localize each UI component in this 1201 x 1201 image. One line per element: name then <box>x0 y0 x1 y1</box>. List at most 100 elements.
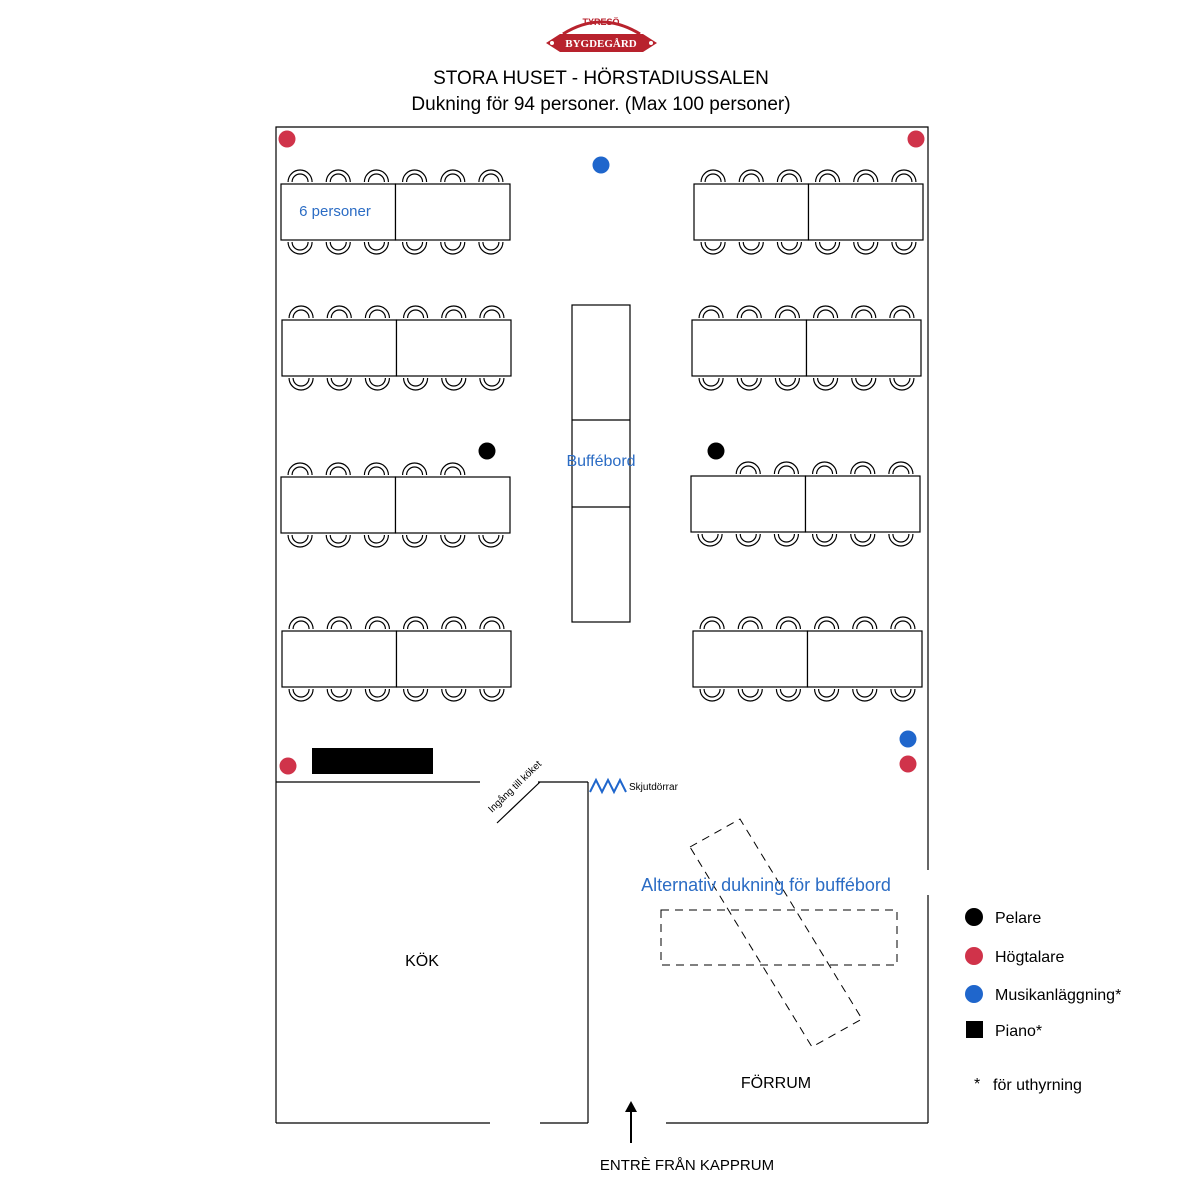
room-walls <box>275 126 929 1124</box>
logo-main-text: BYGDEGÅRD <box>565 38 637 50</box>
chair <box>889 305 915 319</box>
chair <box>776 169 803 183</box>
chair <box>735 461 761 475</box>
chair <box>479 305 505 319</box>
chair <box>326 616 352 630</box>
table <box>806 630 923 688</box>
legend-speaker-label: Högtalare <box>995 949 1064 966</box>
alt-buffet-diagonal <box>689 818 863 1048</box>
footnote-text: för uthyrning <box>993 1077 1082 1094</box>
entrance-label: ENTRÈ FRÅN KAPPRUM <box>600 1157 774 1174</box>
arrow-up-icon <box>625 1101 637 1112</box>
kitchen-label: KÖK <box>405 952 439 970</box>
table <box>693 183 810 241</box>
table-group <box>281 616 512 702</box>
chair <box>401 534 428 548</box>
logo-arch <box>562 20 641 36</box>
chair <box>440 241 466 255</box>
table <box>691 319 808 377</box>
logo-ornament-left <box>550 41 554 45</box>
chair <box>440 169 466 183</box>
chair <box>738 169 764 183</box>
logo-banner <box>546 34 657 52</box>
chair <box>441 688 467 702</box>
chair <box>364 377 391 391</box>
chair <box>774 305 801 319</box>
chair <box>852 616 878 630</box>
chair <box>737 688 763 702</box>
chair <box>888 461 914 475</box>
piano <box>312 748 433 774</box>
chair <box>852 688 878 702</box>
chair <box>364 305 391 319</box>
footnote-mark: * <box>974 1076 980 1093</box>
table <box>394 476 511 534</box>
chair <box>479 616 505 630</box>
chair <box>326 688 352 702</box>
chair <box>776 241 803 255</box>
chair <box>479 377 505 391</box>
table <box>807 183 924 241</box>
logo-ornament-right <box>649 41 653 45</box>
equipment <box>278 130 925 775</box>
buffet-table <box>571 304 631 623</box>
chair <box>363 462 390 476</box>
legend-music-icon <box>965 985 983 1003</box>
chair <box>853 169 879 183</box>
chair <box>890 688 916 702</box>
chair <box>889 377 915 391</box>
table <box>805 319 922 377</box>
chair <box>441 616 467 630</box>
chair <box>325 241 351 255</box>
chair <box>441 305 467 319</box>
chair <box>811 533 838 547</box>
pillar-dot <box>478 442 496 460</box>
chair <box>773 533 800 547</box>
chair <box>851 305 877 319</box>
dining-tables <box>280 169 924 702</box>
chair <box>813 688 840 702</box>
table-group <box>691 305 922 391</box>
chair <box>738 241 764 255</box>
chair <box>698 377 724 391</box>
chair <box>736 377 762 391</box>
chair <box>325 534 351 548</box>
chair <box>288 305 314 319</box>
chair <box>288 377 314 391</box>
speaker-dot <box>899 755 917 773</box>
chair <box>326 305 352 319</box>
chair <box>851 377 877 391</box>
table <box>692 630 809 688</box>
chair <box>700 169 726 183</box>
chair <box>440 534 466 548</box>
chair <box>363 534 390 548</box>
chair <box>287 534 313 548</box>
chair <box>288 688 314 702</box>
table-group <box>693 169 924 255</box>
page-title: STORA HUSET - HÖRSTADIUSSALEN <box>433 68 769 89</box>
legend-piano-icon <box>966 1021 983 1038</box>
alt-buffet-label: Alternativ dukning för buffébord <box>641 875 891 895</box>
kitchen-door[interactable] <box>496 781 541 824</box>
table <box>804 475 921 533</box>
chair <box>402 688 429 702</box>
logo-top-text: TYRESÖ <box>582 17 619 27</box>
alt-buffet-horizontal <box>660 909 898 966</box>
buffet-table-outline <box>571 304 631 623</box>
chair <box>813 616 840 630</box>
speaker-dot <box>278 130 296 148</box>
chair <box>891 169 917 183</box>
table <box>395 319 512 377</box>
chair <box>478 241 504 255</box>
table <box>395 630 512 688</box>
chair <box>698 305 724 319</box>
chair <box>402 616 429 630</box>
chair <box>737 616 763 630</box>
hall-outer-wall <box>275 126 929 870</box>
chair <box>699 616 725 630</box>
buffet-label: Buffébord <box>566 453 635 470</box>
speaker-dot <box>907 130 925 148</box>
pillar-dot <box>707 442 725 460</box>
chair <box>363 241 390 255</box>
